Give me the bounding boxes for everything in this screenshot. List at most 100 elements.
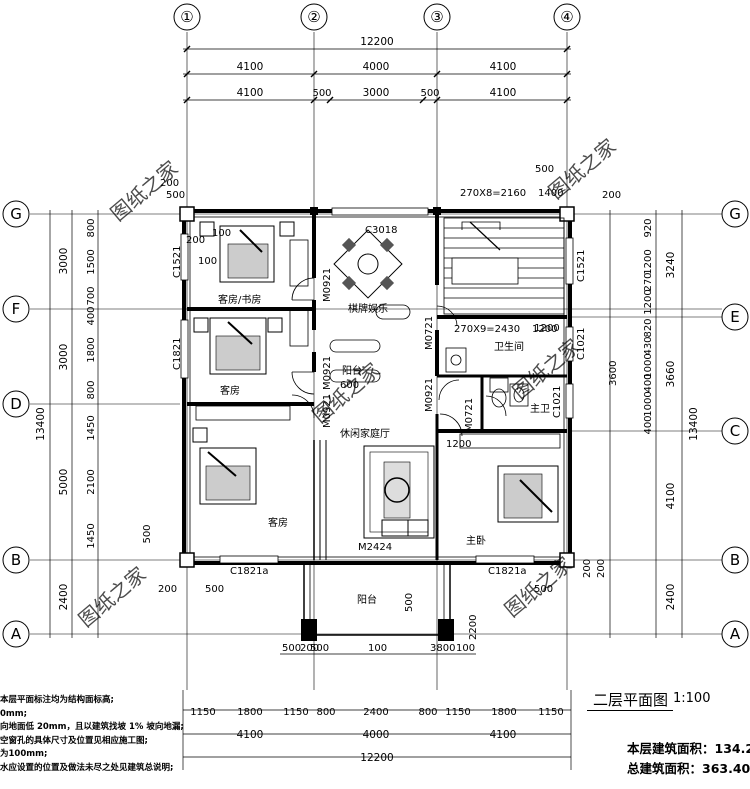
bed-guest-2 — [192, 427, 257, 505]
title-block: 二层平面图 1:100 本层建筑面积：134.20 总建筑面积：363.40m — [583, 686, 750, 789]
axis-label-d-left: D — [10, 395, 22, 413]
dim-right-r2-8: 400 — [643, 373, 654, 392]
dim-bottom-7: 1150 — [445, 707, 470, 718]
door-swings — [291, 277, 507, 437]
axis-label-2: ② — [307, 8, 320, 26]
axis-label-c-right: C — [730, 422, 740, 440]
code-c1021-2: C1021 — [552, 386, 563, 418]
dim-left-r2-1: 800 — [86, 218, 97, 237]
dim-misc-22: 500 — [404, 593, 415, 612]
dim-right-r2-6: 430 — [643, 336, 654, 355]
room-guest-2: 客房 — [268, 516, 288, 529]
drawing-title: 二层平面图 — [593, 691, 669, 709]
dim-misc-9: 200 — [158, 584, 177, 595]
dim-top-r2-2: 500 — [312, 88, 331, 99]
dim-misc-14: 1200 — [532, 324, 557, 335]
dim-misc-24: 600 — [340, 380, 359, 391]
code-m0921-4: M0921 — [424, 378, 435, 412]
dim-bottom-8: 1800 — [491, 707, 516, 718]
axis-bubble-2: ② — [300, 3, 328, 31]
dim-misc-25: 3600 — [608, 361, 619, 386]
dim-left-r2-8: 2100 — [86, 469, 97, 494]
note-line-1: 本层平面标注均为结构面标高; — [0, 695, 114, 705]
code-m0921-2: M0921 — [322, 356, 333, 390]
dim-bottom-total: 12200 — [360, 752, 393, 764]
drawing-scale: 1:100 — [673, 691, 711, 706]
wardrobes — [195, 239, 561, 449]
note-line-3: 向地面低 20mm，且以建筑找坡 1% 坡向地漏; — [0, 722, 184, 732]
windows — [180, 207, 574, 564]
axis-bubble-a-left: A — [2, 620, 30, 648]
axis-bubble-4: ④ — [553, 3, 581, 31]
dim-misc-1: 200 — [160, 178, 179, 189]
axis-bubble-f-left: F — [2, 295, 30, 323]
dim-right-r2-11: 1200 — [534, 323, 559, 334]
dim-misc-11: 200 — [582, 559, 593, 578]
dim-bottom-3: 1150 — [283, 707, 308, 718]
axis-bubble-e-right: E — [721, 303, 749, 331]
dim-misc-21: 100 — [456, 643, 475, 654]
axis-label-4: ④ — [560, 8, 573, 26]
code-m0721-1: M0721 — [424, 316, 435, 350]
dim-misc-15: 1200 — [446, 439, 471, 450]
chess-table — [333, 229, 403, 299]
dim-bottom-2: 1800 — [237, 707, 262, 718]
dim-misc-20: 3800 — [430, 643, 455, 654]
axis-bubble-g-right: G — [721, 200, 749, 228]
dim-misc-5: 500 — [535, 164, 554, 175]
dim-misc-12: 500 — [534, 584, 553, 595]
bed-guest-1 — [193, 317, 283, 375]
room-master: 主卧 — [466, 534, 486, 547]
dim-misc-10: 500 — [205, 584, 224, 595]
dim-left-2: 3000 — [58, 344, 70, 371]
staircase — [443, 217, 565, 315]
dim-top-total: 12200 — [360, 36, 393, 48]
room-balcony: 阳台 — [357, 593, 377, 606]
room-family: 休闲家庭厅 — [340, 427, 390, 440]
bed-master — [497, 465, 559, 523]
axis-label-a-right: A — [730, 625, 741, 643]
dim-misc-3: 1400 — [538, 188, 563, 199]
dim-top-2: 4000 — [363, 61, 390, 73]
dim-bottom-6: 800 — [418, 707, 437, 718]
dim-right-4: 2400 — [665, 584, 677, 611]
axis-bubble-b-left: B — [2, 546, 30, 574]
notes-block: 本层平面标注均为结构面标高; 0mm; 向地面低 20mm，且以建筑找坡 1% … — [0, 694, 200, 775]
axis-label-e-right: E — [730, 308, 739, 326]
dim-right-r2-3: 270 — [643, 272, 654, 291]
code-m0921-1: M0921 — [322, 268, 333, 302]
axis-label-g-right: G — [729, 205, 741, 223]
dim-left-r2-10: 500 — [142, 524, 153, 543]
beds — [192, 221, 559, 523]
dim-left-r2-6: 800 — [86, 380, 97, 399]
dim-top-r2-1: 4100 — [237, 87, 264, 99]
dim-misc-23: 2200 — [468, 615, 479, 640]
note-line-4: 空窗孔的具体尺寸及位置见相应施工图; — [0, 735, 148, 746]
dim-bottom-r2-3: 4100 — [490, 729, 517, 741]
room-guest-1: 客房 — [220, 384, 240, 397]
axis-bubble-a-right: A — [721, 620, 749, 648]
axis-label-g-left: G — [10, 205, 22, 223]
code-m2424: M2424 — [358, 542, 392, 553]
axis-bubbles: ① ② ③ ④ G F D B — [2, 3, 749, 648]
dim-misc-6: 200 — [186, 235, 205, 246]
dim-misc-16: 500 — [282, 643, 301, 654]
floor-area: 本层建筑面积：134.20 — [627, 741, 750, 756]
top-dimension-lines — [183, 45, 571, 104]
room-guest-study: 客房/书房 — [218, 293, 261, 306]
dim-right-3: 4100 — [665, 483, 677, 510]
axis-label-a-left: A — [11, 625, 22, 643]
dim-left-r2-5: 1800 — [86, 337, 97, 362]
axis-bubble-1: ① — [173, 3, 201, 31]
code-c1821-left: C1821 — [172, 338, 183, 370]
dim-left-r2-9: 1450 — [86, 523, 97, 548]
room-balcony-mid: 阳台 — [342, 364, 362, 377]
dim-top-3: 4100 — [490, 61, 517, 73]
code-c3018: C3018 — [365, 225, 397, 236]
dim-right-r2-4: 1200 — [643, 289, 654, 314]
axis-label-f-left: F — [12, 300, 21, 318]
room-wc: 卫生间 — [494, 340, 524, 353]
room-master-wc: 主卫 — [530, 403, 550, 415]
code-m0921-3: M0921 — [322, 394, 333, 428]
